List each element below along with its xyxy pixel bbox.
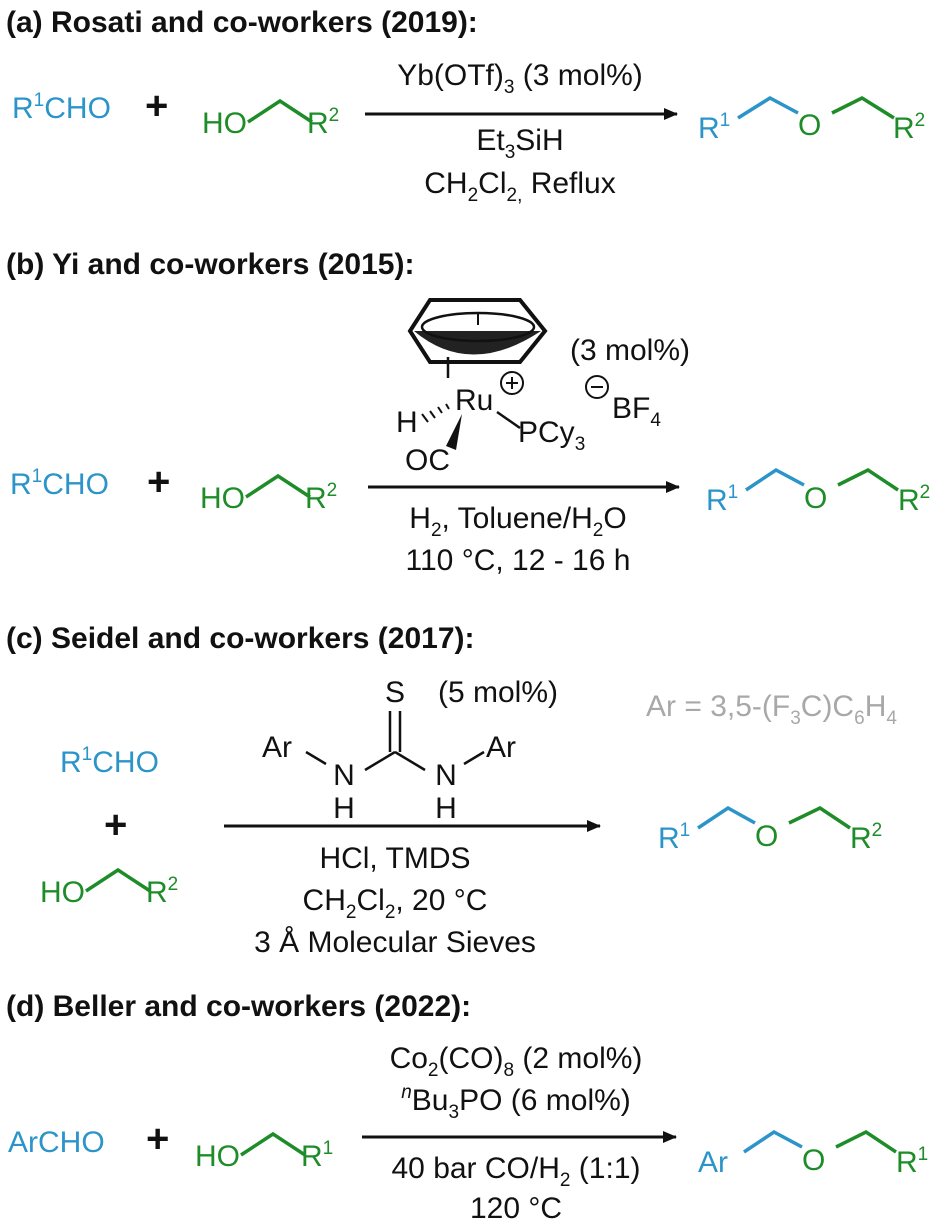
svg-text:O: O bbox=[804, 482, 827, 515]
section-c: (c) Seidel and co-workers (2017): Ar = 3… bbox=[6, 622, 897, 959]
svg-text:R1: R1 bbox=[698, 110, 730, 145]
section-b-aldehyde: R1CHO bbox=[10, 466, 109, 501]
svg-text:BF4: BF4 bbox=[612, 392, 661, 431]
svg-text:H: H bbox=[435, 792, 457, 825]
section-c-loading: (5 mol%) bbox=[438, 676, 558, 709]
svg-text:R2: R2 bbox=[146, 874, 178, 909]
section-a-header: (a) Rosati and co-workers (2019): bbox=[6, 6, 478, 39]
svg-text:R2: R2 bbox=[893, 110, 925, 145]
section-c-ar-definition: Ar = 3,5-(F3C)C6H4 bbox=[646, 690, 897, 729]
section-b-loading: (3 mol%) bbox=[570, 334, 690, 367]
section-a: (a) Rosati and co-workers (2019): R1CHO … bbox=[6, 6, 925, 206]
section-d-plus: + bbox=[146, 1117, 169, 1161]
svg-text:R1: R1 bbox=[706, 482, 738, 517]
svg-text:HO: HO bbox=[195, 1140, 240, 1173]
section-b-plus: + bbox=[147, 460, 170, 504]
section-d-alcohol: HO R1 bbox=[195, 1131, 333, 1173]
section-c-alcohol: HO R2 bbox=[40, 867, 178, 909]
section-d-header: (d) Beller and co-workers (2022): bbox=[6, 990, 471, 1023]
svg-text:O: O bbox=[755, 820, 778, 853]
section-a-aldehyde: R1CHO bbox=[12, 90, 111, 125]
svg-text:HO: HO bbox=[200, 482, 245, 515]
wedge-bond-icon bbox=[446, 414, 462, 450]
thiourea-catalyst: S N N H H Ar Ar (5 mol%) bbox=[262, 676, 558, 825]
section-b: (b) Yi and co-workers (2015): Ru H bbox=[6, 248, 930, 577]
svg-text:R2: R2 bbox=[307, 105, 339, 140]
section-d-conditions-1: 40 bar CO/H2 (1:1) bbox=[391, 1152, 640, 1191]
section-d-catalyst: Co2(CO)8 (2 mol%) bbox=[390, 1042, 643, 1081]
section-a-plus: + bbox=[145, 84, 168, 128]
section-a-reductant: Et3SiH bbox=[476, 124, 563, 163]
section-a-ether-product: R1 O R2 bbox=[698, 95, 925, 145]
anion-charge-icon bbox=[585, 375, 609, 399]
section-d-conditions-2: 120 °C bbox=[470, 1192, 562, 1225]
section-d-ligand: nBu3PO (6 mol%) bbox=[401, 1082, 631, 1123]
section-c-plus: + bbox=[104, 803, 127, 847]
benzene-ring-icon bbox=[407, 298, 548, 364]
svg-text:R2: R2 bbox=[305, 480, 337, 515]
svg-text:O: O bbox=[798, 109, 821, 142]
section-c-conditions-3: 3 Å Molecular Sieves bbox=[254, 926, 536, 959]
section-b-header: (b) Yi and co-workers (2015): bbox=[6, 248, 414, 281]
svg-text:R1: R1 bbox=[658, 820, 690, 855]
section-a-alcohol: HO R2 bbox=[202, 98, 339, 140]
hashed-bond-icon bbox=[421, 403, 450, 423]
section-b-ether-product: R1 O R2 bbox=[706, 467, 930, 517]
section-c-header: (c) Seidel and co-workers (2017): bbox=[6, 622, 475, 655]
section-d: (d) Beller and co-workers (2022): Co2(CO… bbox=[6, 990, 928, 1225]
svg-text:Ar: Ar bbox=[698, 1146, 728, 1179]
svg-text:Ru: Ru bbox=[455, 384, 493, 417]
svg-text:R2: R2 bbox=[850, 820, 882, 855]
svg-text:H: H bbox=[333, 792, 355, 825]
svg-text:PCy3: PCy3 bbox=[518, 416, 585, 455]
section-b-conditions-2: 110 °C, 12 - 16 h bbox=[406, 544, 631, 577]
svg-text:R2: R2 bbox=[898, 482, 930, 517]
section-b-alcohol: HO R2 bbox=[200, 473, 337, 515]
section-d-aldehyde: ArCHO bbox=[8, 1126, 105, 1159]
svg-text:S: S bbox=[385, 676, 405, 709]
svg-text:R1: R1 bbox=[301, 1138, 333, 1173]
svg-text:O: O bbox=[802, 1144, 825, 1177]
section-c-conditions-1: HCl, TMDS bbox=[319, 842, 470, 875]
svg-text:OC: OC bbox=[405, 444, 450, 477]
ruthenium-catalyst: Ru H PCy3 OC (3 mol%) BF4 bbox=[396, 298, 690, 477]
svg-text:HO: HO bbox=[40, 876, 85, 909]
section-a-solvent: CH2Cl2, Reflux bbox=[424, 167, 616, 206]
section-d-ether-product: Ar O R1 bbox=[698, 1129, 928, 1179]
svg-text:N: N bbox=[435, 759, 457, 792]
svg-text:H: H bbox=[396, 406, 418, 439]
section-b-conditions-1: H2, Toluene/H2O bbox=[409, 502, 626, 541]
section-a-catalyst: Yb(OTf)3 (3 mol%) bbox=[397, 59, 643, 98]
svg-text:HO: HO bbox=[202, 107, 247, 140]
svg-text:N: N bbox=[333, 759, 355, 792]
section-c-aldehyde: R1CHO bbox=[60, 744, 159, 779]
section-c-conditions-2: CH2Cl2, 20 °C bbox=[303, 884, 488, 923]
section-c-ether-product: R1 O R2 bbox=[658, 805, 882, 855]
svg-text:Ar: Ar bbox=[262, 731, 292, 764]
svg-text:Ar: Ar bbox=[486, 731, 516, 764]
svg-text:R1: R1 bbox=[896, 1144, 928, 1179]
cation-charge-icon bbox=[500, 371, 524, 395]
